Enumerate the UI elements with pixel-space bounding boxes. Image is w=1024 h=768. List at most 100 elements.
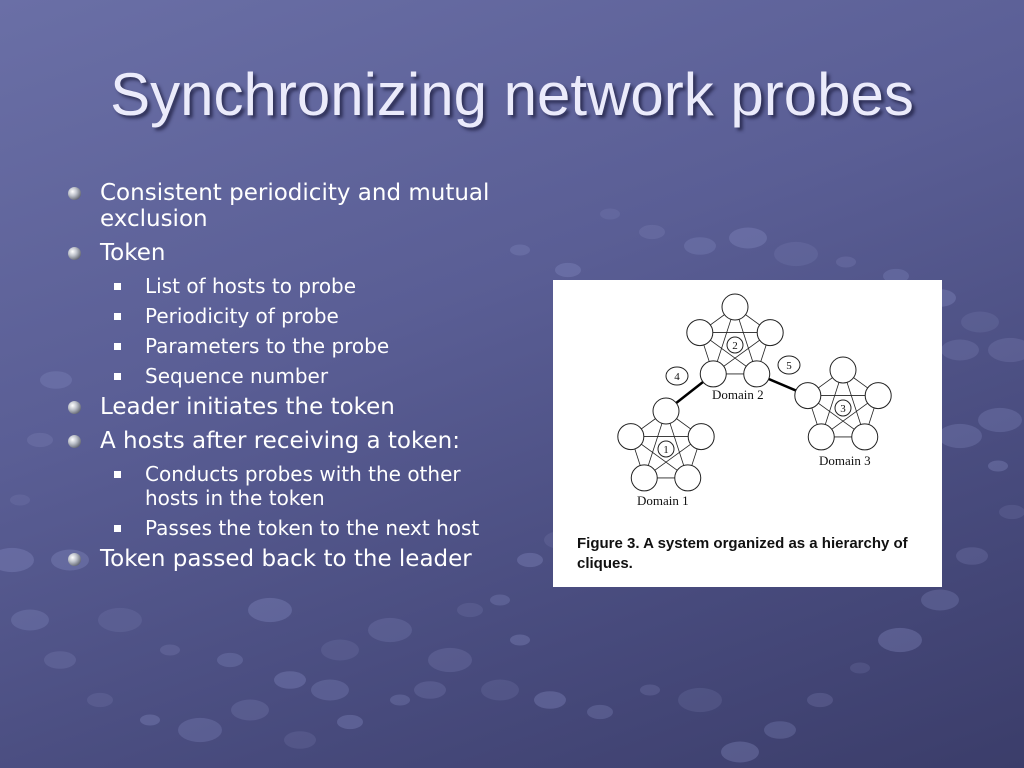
square-bullet-icon (114, 471, 121, 478)
background-dot (321, 639, 359, 661)
sub-bullet-text: List of hosts to probe (145, 274, 357, 298)
sphere-bullet-icon (68, 435, 81, 448)
background-dot (961, 311, 999, 333)
host-node (699, 360, 727, 388)
sphere-bullet-icon (68, 553, 81, 566)
bullet-token: Token (62, 240, 517, 266)
clique-number-label: 2 (732, 340, 738, 352)
slide-title: Synchronizing network probes (110, 61, 914, 128)
background-dot (684, 237, 716, 255)
domain-3-clique: 3 (794, 356, 892, 451)
bullet-token-passed-back: Token passed back to the leader (62, 546, 517, 572)
background-dot (921, 589, 959, 611)
background-dot (178, 717, 222, 743)
square-bullet-icon (114, 313, 121, 320)
background-dot (600, 208, 620, 220)
background-dot (274, 671, 306, 689)
background-dot (457, 602, 483, 618)
clique-number-label: 3 (840, 403, 846, 415)
bullet-text: A hosts after receiving a token: (100, 428, 460, 454)
domain-2-clique: 2 (686, 293, 784, 388)
bullet-text: Leader initiates the token (100, 394, 395, 420)
link-4-label: 4 (674, 371, 680, 383)
background-dot (10, 494, 30, 506)
domain-3-label: Domain 3 (819, 453, 871, 468)
host-node (630, 464, 658, 492)
background-dot (428, 647, 472, 673)
background-dot (311, 679, 349, 701)
square-bullet-icon (114, 343, 121, 350)
background-dot (27, 432, 53, 448)
host-node (807, 423, 835, 451)
domain-2-label: Domain 2 (712, 387, 764, 402)
sphere-bullet-icon (68, 247, 81, 260)
bullet-text: Token (100, 240, 166, 266)
bullet-list: Consistent periodicity and mutual exclus… (62, 180, 517, 580)
sub-bullet-list-of-hosts: List of hosts to probe (62, 274, 517, 298)
background-dot (414, 681, 446, 699)
background-dot (988, 337, 1024, 363)
sub-bullet-sequence-number: Sequence number (62, 364, 517, 388)
background-dot (231, 699, 269, 721)
background-dot (999, 504, 1024, 520)
background-dot (248, 597, 292, 623)
bullet-hosts-after-receiving: A hosts after receiving a token: (62, 428, 517, 454)
figure-caption: Figure 3. A system organized as a hierar… (577, 535, 908, 572)
background-dot (878, 627, 922, 653)
background-dot (555, 262, 581, 278)
link-5-label: 5 (786, 360, 792, 372)
background-dot (481, 679, 519, 701)
background-dot (988, 460, 1008, 472)
bullet-consistent-periodicity: Consistent periodicity and mutual exclus… (62, 180, 517, 232)
host-node (794, 382, 822, 410)
background-dot (140, 714, 160, 726)
link-4-label-circle (665, 366, 689, 386)
background-dot (337, 714, 363, 730)
background-dot (517, 552, 543, 568)
background-dot (678, 687, 722, 713)
background-dot (774, 241, 818, 267)
background-dot (87, 692, 113, 708)
background-dot (0, 547, 34, 573)
background-dot (40, 371, 72, 389)
host-node (721, 293, 749, 321)
host-node (652, 397, 680, 425)
host-node (743, 360, 771, 388)
background-dot (390, 694, 410, 706)
host-node (829, 356, 857, 384)
background-dot (368, 617, 412, 643)
background-dot (44, 651, 76, 669)
host-node (851, 423, 879, 451)
background-dot (956, 547, 988, 565)
background-dot (764, 721, 796, 739)
background-dot (587, 704, 613, 720)
sub-bullet-parameters: Parameters to the probe (62, 334, 517, 358)
background-dot (807, 692, 833, 708)
clique-number-circle (657, 440, 675, 458)
square-bullet-icon (114, 283, 121, 290)
sub-bullet-text: Parameters to the probe (145, 334, 390, 358)
sub-bullet-text: Conducts probes with the other hosts in … (145, 462, 461, 510)
background-dot (850, 662, 870, 674)
background-dot (510, 244, 530, 256)
host-node (864, 382, 892, 410)
background-dot (640, 684, 660, 696)
square-bullet-icon (114, 525, 121, 532)
clique-number-circle (834, 399, 852, 417)
host-node (674, 464, 702, 492)
link-5-label-circle (777, 355, 801, 375)
square-bullet-icon (114, 373, 121, 380)
background-dot (217, 652, 243, 668)
host-node (686, 319, 714, 347)
sphere-bullet-icon (68, 401, 81, 414)
clique-number-circle (726, 336, 744, 354)
background-dot (836, 256, 856, 268)
background-dot (978, 407, 1022, 433)
domain-1-label: Domain 1 (637, 493, 689, 508)
sub-bullet-conducts-probes: Conducts probes with the other hosts in … (62, 462, 517, 510)
background-dot (729, 227, 767, 249)
host-node (687, 423, 715, 451)
background-dot (510, 634, 530, 646)
